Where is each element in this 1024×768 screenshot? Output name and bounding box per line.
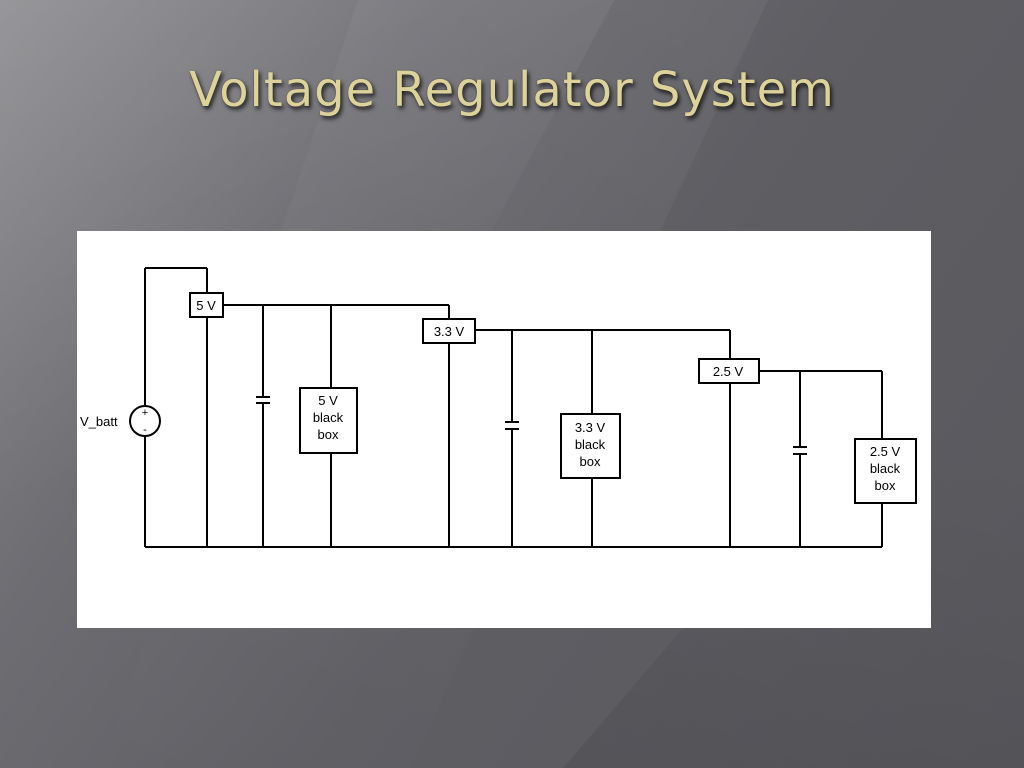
blackbox-25v-line2: black [870,461,901,476]
regulator-25v-label: 2.5 V [713,364,744,379]
blackbox-5v-line2: black [313,410,344,425]
battery-plus-sign: + [142,407,148,419]
blackbox-33v-line2: black [575,437,606,452]
circuit-diagram-panel: + - V_batt 5 V 5 V black box 3.3 V [77,231,931,628]
blackbox-5v [299,387,358,454]
blackbox-25v [854,438,917,504]
regulator-33v-label: 3.3 V [434,324,465,339]
blackbox-33v-line1: 3.3 V [575,420,606,435]
battery-label: V_batt [80,414,118,429]
blackbox-25v-line3: box [875,478,896,493]
circuit-diagram: + - V_batt 5 V 5 V black box 3.3 V [80,267,917,548]
regulator-5v-label: 5 V [196,298,216,313]
regulator-25v-box [698,358,760,384]
blackbox-5v-line3: box [318,427,339,442]
blackbox-33v-line3: box [580,454,601,469]
blackbox-5v-line1: 5 V [318,393,338,408]
battery-source-symbol [129,405,161,437]
blackbox-33v [560,413,621,479]
slide-title: Voltage Regulator System [189,62,835,118]
battery-minus-sign: - [143,424,147,436]
blackbox-25v-line1: 2.5 V [870,444,901,459]
